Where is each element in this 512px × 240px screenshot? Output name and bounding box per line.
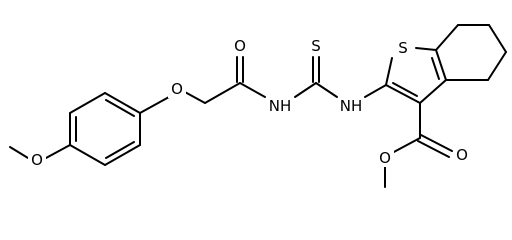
- ester-oxygen-label: O: [379, 149, 391, 167]
- bond-methyl-o: [9, 146, 29, 159]
- bond-c7a-c3a: [435, 49, 447, 81]
- ether-oxygen-label: O: [171, 80, 183, 98]
- bond-nh-cs: [294, 82, 317, 98]
- ester-carbonyl-oxygen-label: O: [456, 146, 468, 164]
- bonds: [9, 24, 507, 188]
- thioamide-nh-label: NH: [340, 97, 363, 115]
- bond-c7a-c3a-inner: [431, 57, 440, 80]
- atom-labels: O O O NH S NH S O O: [28, 37, 471, 169]
- bond-ring-2: [69, 92, 106, 114]
- bond-c5-c4: [487, 51, 507, 81]
- bond-ring-3-inner: [105, 99, 135, 117]
- bond-ring-5: [104, 144, 141, 166]
- bond-c3a-c3: [419, 79, 447, 104]
- bond-s-c7a: [415, 47, 437, 51]
- bond-c3-c2: [385, 84, 421, 104]
- bond-ch2-co: [204, 82, 241, 104]
- bond-co-nh: [239, 82, 266, 98]
- bond-aryl-o: [139, 96, 170, 114]
- bond-ring-3: [104, 92, 141, 114]
- bond-o-ch2: [182, 90, 206, 104]
- thiocarbonyl-sulfur-label: S: [311, 37, 321, 55]
- bond-c6-c5: [488, 24, 507, 53]
- bond-c3-c2-inner: [392, 82, 418, 97]
- bond-ester-c-o: [391, 137, 421, 154]
- bond-cs-nh: [315, 82, 338, 98]
- bond-ring-6: [69, 144, 106, 166]
- methoxy-oxygen-label: O: [31, 151, 43, 169]
- molecule-structure: O O O NH S NH S O O: [9, 24, 507, 188]
- bond-ring-5-inner: [105, 141, 135, 159]
- bond-ester-co-b: [417, 140, 450, 158]
- amide-nh-label: NH: [269, 97, 292, 115]
- thiophene-sulfur-label: S: [398, 39, 408, 57]
- bond-c2-s: [385, 57, 393, 86]
- carbonyl-oxygen-label: O: [234, 37, 246, 55]
- bond-o-aryl: [45, 144, 71, 159]
- bond-nh-thiophene: [364, 84, 387, 98]
- bond-c7a-c7: [435, 24, 459, 51]
- bond-ester-co-a: [420, 134, 453, 152]
